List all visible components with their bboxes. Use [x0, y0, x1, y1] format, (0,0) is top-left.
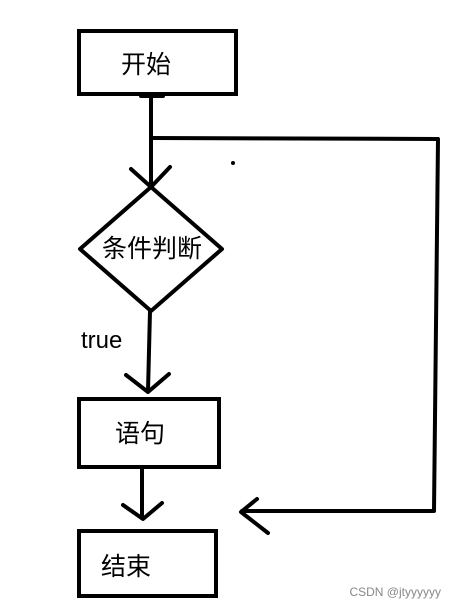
edge-statement-to-end	[121, 466, 164, 521]
statement-node-box	[77, 397, 221, 469]
edge-loop-to-end-arrowhead	[239, 497, 270, 535]
edge-true-label: true	[81, 327, 122, 354]
edge-condition-to-statement-line	[146, 309, 152, 393]
stray-dot	[231, 161, 235, 165]
condition-node-label: 条件判断	[102, 234, 202, 263]
end-node: 结束	[77, 529, 218, 598]
end-node-label: 结束	[101, 552, 151, 581]
statement-node: 语句	[77, 397, 221, 469]
start-node-label: 开始	[121, 50, 171, 79]
edge-statement-to-end-arrowhead	[121, 501, 164, 521]
statement-node-label: 语句	[115, 419, 165, 448]
edge-condition-to-statement-arrowhead	[124, 372, 171, 394]
end-node-box	[77, 529, 218, 598]
edge-start-to-condition	[129, 94, 172, 189]
edge-loop-to-end	[149, 136, 440, 535]
watermark-text: CSDN @jtyyyyyy	[349, 585, 441, 599]
edge-loop-to-end-line	[149, 136, 440, 513]
condition-node: 条件判断	[78, 185, 224, 313]
start-node: 开始	[77, 29, 238, 96]
edge-condition-to-statement: true	[81, 309, 171, 394]
